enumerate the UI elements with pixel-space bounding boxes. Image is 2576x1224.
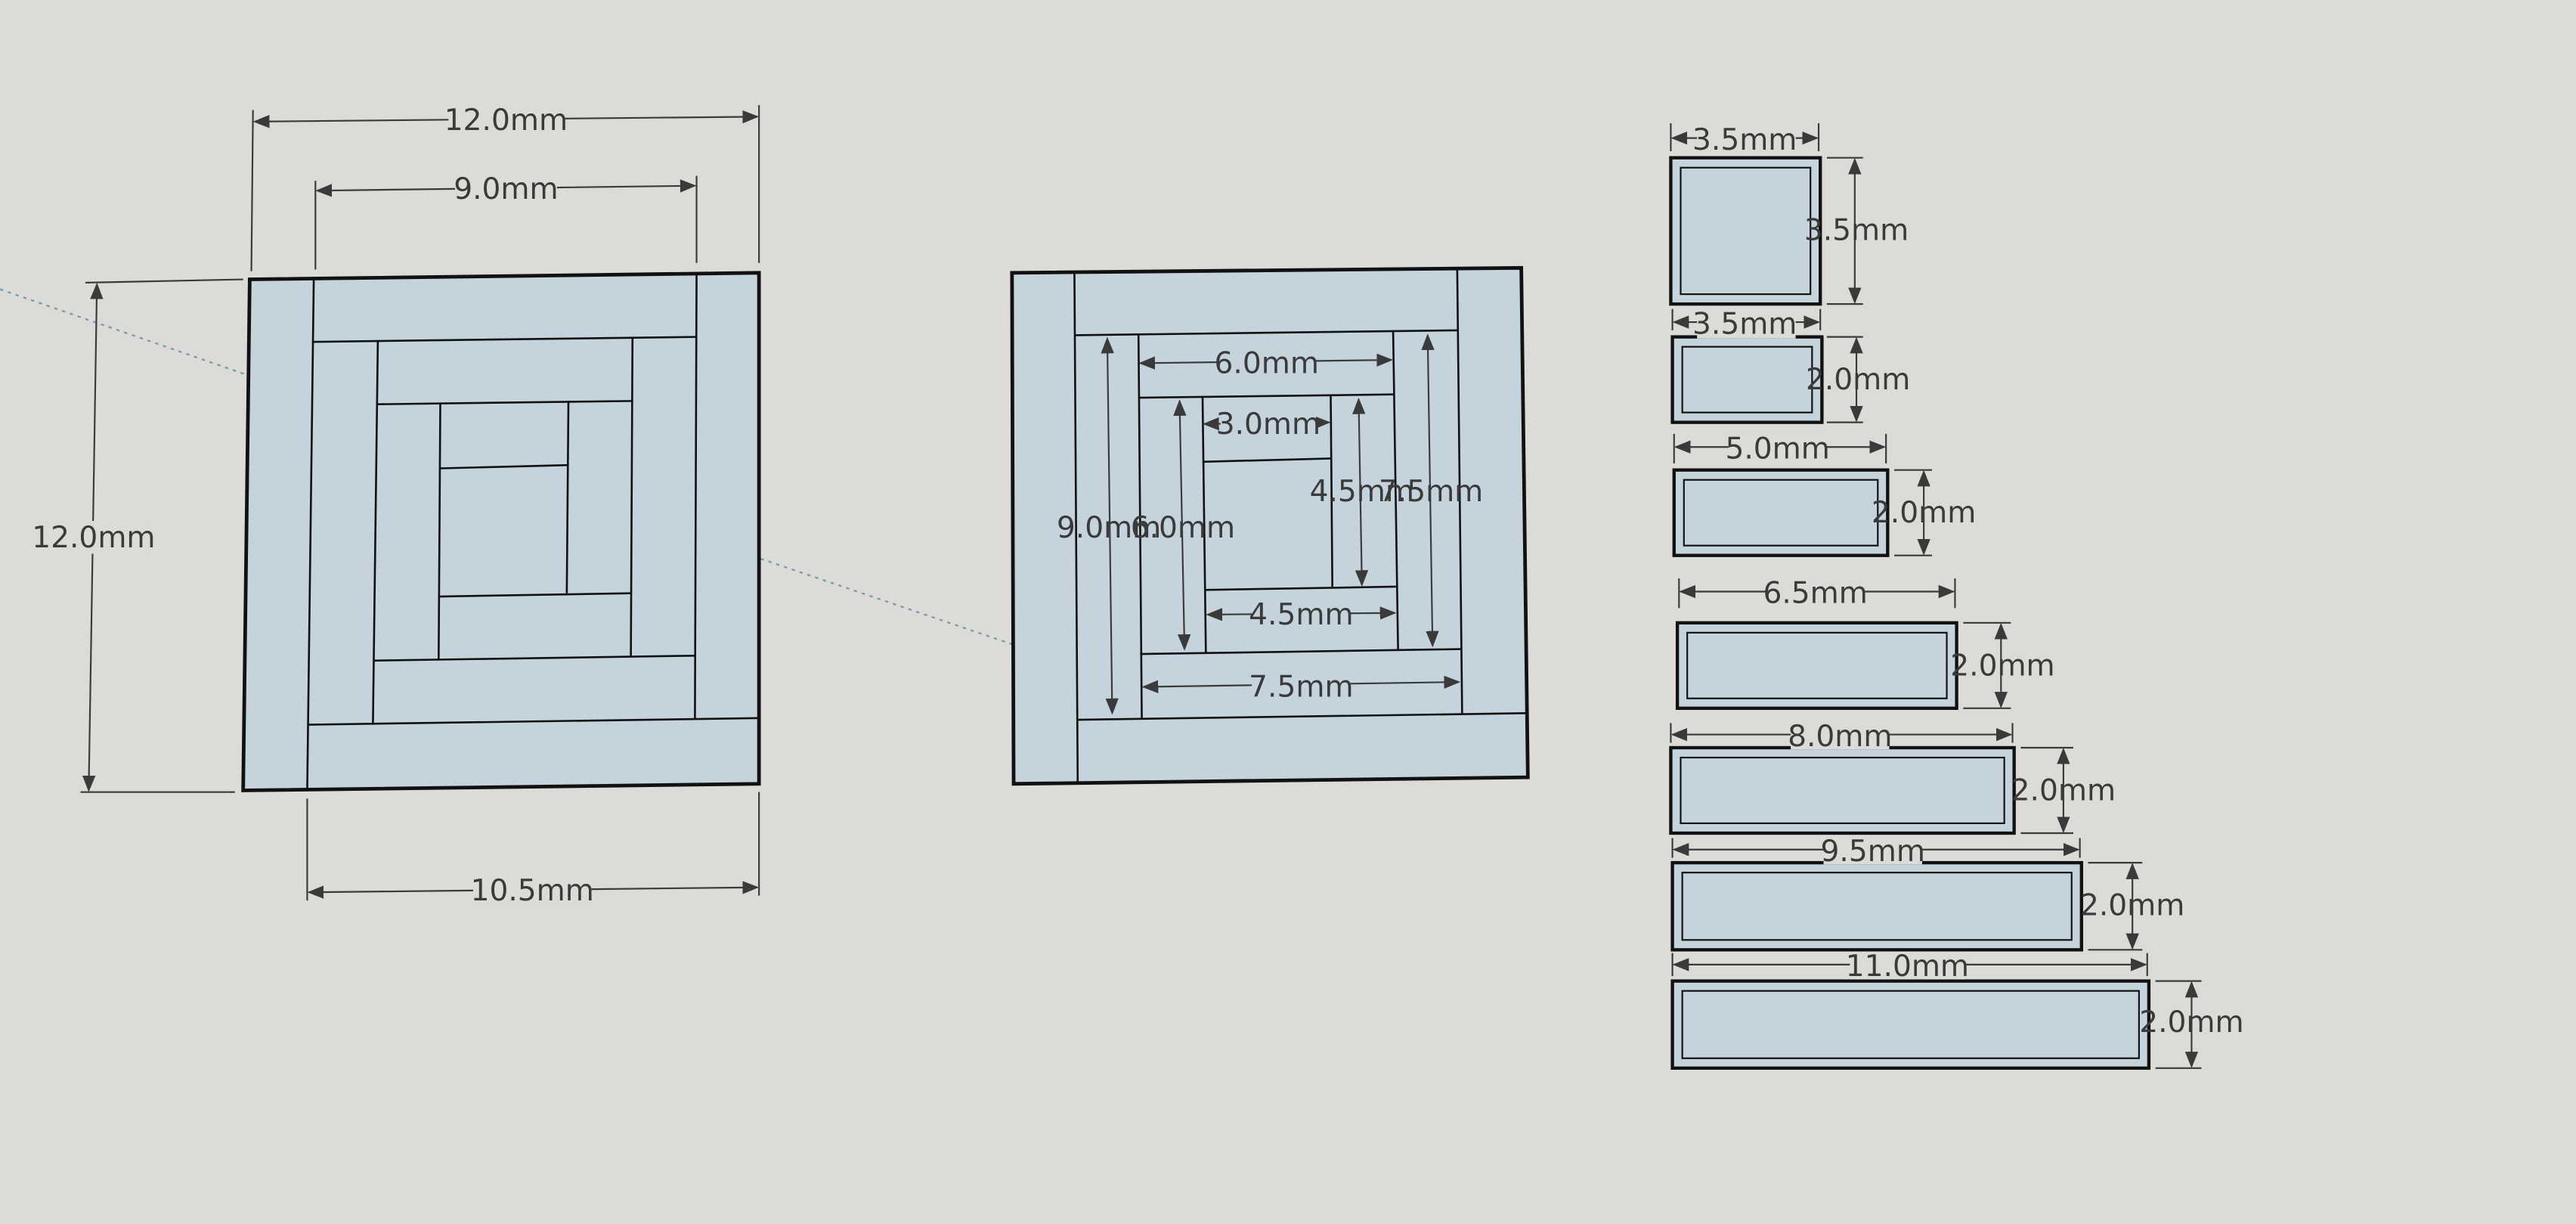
dim-label-3-0-horizontal: 3.0mm bbox=[1216, 407, 1321, 442]
piece-height-label: 2.0mm bbox=[1872, 496, 1976, 530]
piece-height-label: 2.0mm bbox=[2139, 1006, 2243, 1040]
left-log-cabin-block[interactable]: 12.0mm 9.0mm 12.0mm 10.5mm bbox=[0, 0, 761, 908]
dim-label-top-outer: 12.0mm bbox=[444, 104, 568, 138]
piece-3[interactable]: 5.0mm 2.0mm bbox=[1672, 432, 1977, 557]
dim-label-bottom: 10.5mm bbox=[471, 874, 594, 908]
middle-log-cabin-block[interactable]: 6.0mm 3.0mm 4.5mm 7.5mm 9.0mm 6.0mm 4.5m… bbox=[1010, 265, 1530, 786]
piece-width-label: 3.5mm bbox=[1692, 123, 1797, 157]
dim-label-6-0-horizontal: 6.0mm bbox=[1215, 346, 1319, 380]
piece-width-label: 6.5mm bbox=[1763, 577, 1867, 611]
dim-line bbox=[1352, 398, 1369, 587]
dim-line bbox=[1421, 333, 1439, 648]
dim-label-9-0-vertical: 9.0mm bbox=[1057, 511, 1161, 545]
piece-height-label: 2.0mm bbox=[1950, 649, 2054, 683]
dim-label-4-5-horizontal: 4.5mm bbox=[1249, 598, 1353, 632]
dim-label-6-0-vertical: 6.0mm bbox=[1131, 511, 1235, 545]
dim-line bbox=[1173, 399, 1191, 651]
piece-width-label: 5.0mm bbox=[1725, 432, 1829, 466]
piece-height-label: 2.0mm bbox=[2080, 889, 2184, 923]
piece-4[interactable]: 6.5mm 2.0mm bbox=[1675, 577, 2055, 710]
cut-pieces: 3.5mm 3.5mm 3.5mm 2.0mm 5.0m bbox=[1669, 123, 2244, 1070]
dim-label-7-5-horizontal: 7.5mm bbox=[1249, 671, 1353, 705]
dim-label-7-5-vertical: 7.5mm bbox=[1379, 475, 1483, 509]
piece-5[interactable]: 8.0mm 2.0mm bbox=[1669, 720, 2116, 835]
dim-label-left-height: 12.0mm bbox=[32, 521, 155, 555]
piece-2[interactable]: 3.5mm 2.0mm bbox=[1670, 307, 1911, 424]
piece-height-label: 2.0mm bbox=[1806, 363, 1910, 397]
guide-lines bbox=[0, 288, 1013, 646]
dim-line bbox=[1101, 336, 1119, 715]
piece-width-label: 11.0mm bbox=[1846, 950, 1969, 984]
piece-width-label: 9.5mm bbox=[1821, 835, 1925, 869]
piece-width-label: 8.0mm bbox=[1788, 720, 1892, 754]
piece-height-label: 3.5mm bbox=[1804, 213, 1909, 247]
piece-7[interactable]: 11.0mm 2.0mm bbox=[1670, 950, 2244, 1070]
dim-label-top-inner: 9.0mm bbox=[454, 172, 558, 206]
piece-width-label: 3.5mm bbox=[1692, 307, 1797, 341]
piece-height-label: 2.0mm bbox=[2011, 774, 2116, 808]
piece-6[interactable]: 9.5mm 2.0mm bbox=[1670, 835, 2185, 952]
dim-label-4-5-vertical: 4.5mm bbox=[1310, 475, 1414, 509]
piece-1[interactable]: 3.5mm 3.5mm bbox=[1669, 123, 1909, 306]
